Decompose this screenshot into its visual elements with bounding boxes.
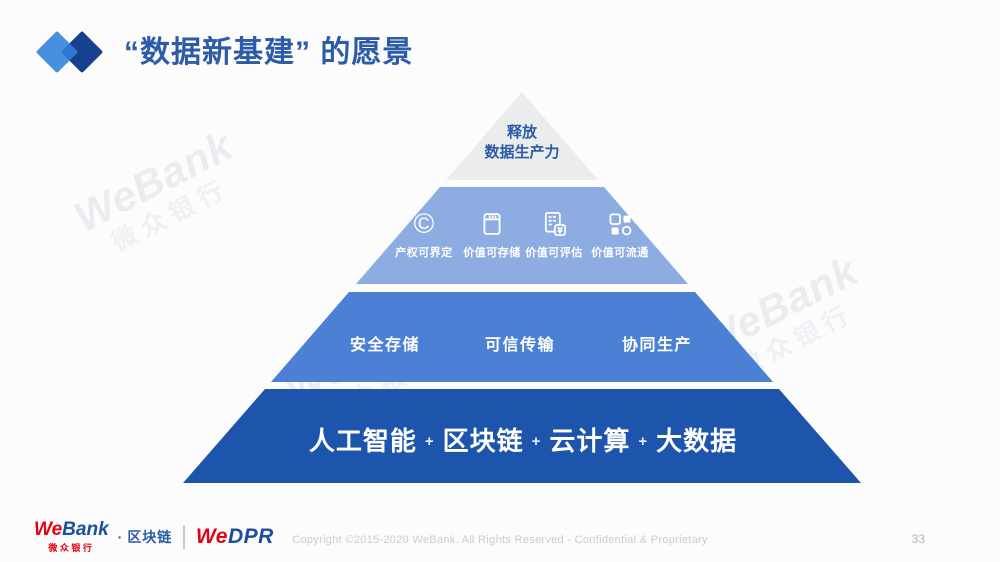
webank-bank: Bank <box>62 519 109 540</box>
diamond-light-icon <box>35 30 79 74</box>
footer-logos: WeBank 微众银行 · 区块链 WeDPR <box>34 520 274 554</box>
wedpr-rest: DPR <box>227 525 274 548</box>
page-title: “数据新基建” 的愿景 <box>124 36 414 69</box>
page-number: 33 <box>911 532 925 546</box>
logo-diamonds <box>35 28 122 82</box>
separator-dot: · <box>117 529 123 545</box>
webank-chinese-name: 微众银行 <box>48 543 95 553</box>
pyramid-level-4-shape <box>183 389 861 483</box>
blockchain-label: 区块链 <box>127 529 173 545</box>
wedpr-logo: WeDPR <box>196 525 274 549</box>
pyramid-level-1-shape <box>446 92 598 180</box>
copyright-text: Copyright ©2015-2020 WeBank. All Rights … <box>292 534 708 546</box>
wedpr-we: We <box>195 525 228 548</box>
webank-we: We <box>34 519 63 540</box>
blockchain-tag: · 区块链 <box>118 527 173 547</box>
pyramid-level-2-shape <box>356 187 688 284</box>
pyramid-level-3-shape <box>271 292 773 382</box>
webank-logo: WeBank 微众银行 <box>34 520 109 554</box>
webank-wordmark: WeBank <box>34 520 109 540</box>
vertical-divider <box>183 525 185 549</box>
